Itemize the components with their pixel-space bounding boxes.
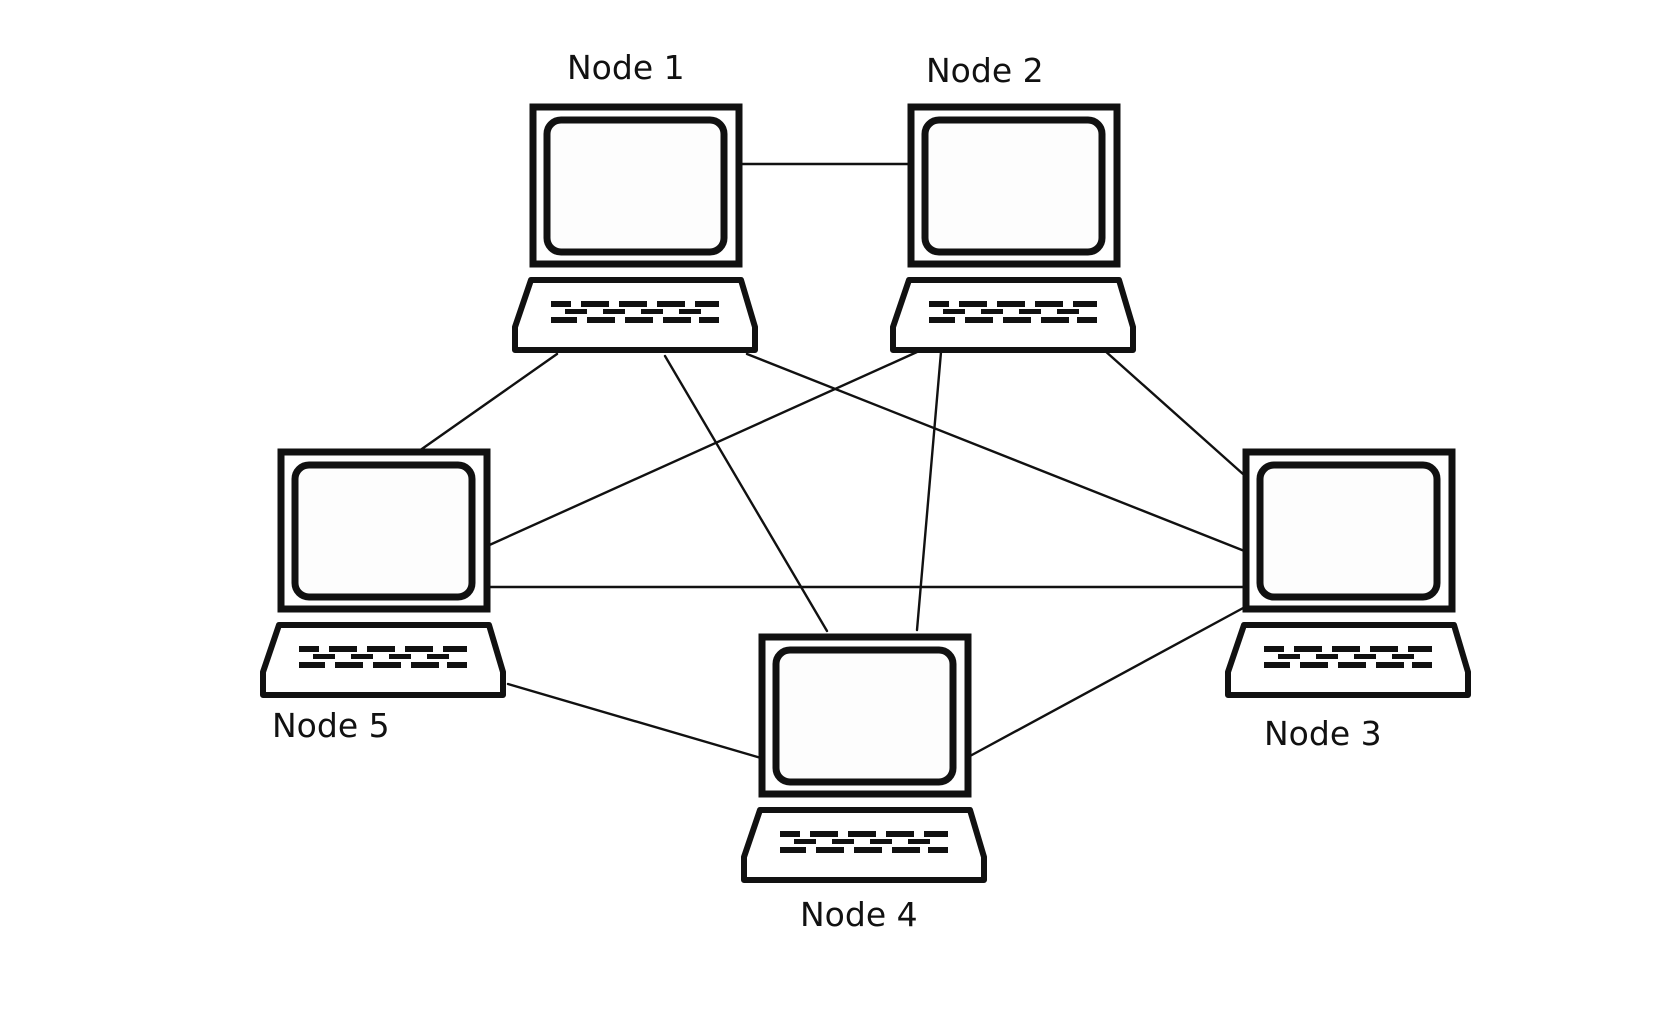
laptop-computer-icon	[263, 452, 503, 695]
link-node-2-node-4	[915, 350, 943, 632]
laptop-computer-icon	[1228, 452, 1468, 695]
node-3: Node 3	[1228, 452, 1468, 753]
node-label: Node 3	[1264, 714, 1382, 753]
link-node-1-node-4	[663, 354, 829, 633]
node-label: Node 1	[567, 48, 685, 87]
link-node-1-node-3	[745, 352, 1249, 554]
node-4: Node 4	[744, 637, 984, 934]
link-node-1-node-5	[417, 352, 559, 453]
node-2: Node 2	[893, 51, 1133, 350]
node-5: Node 5	[263, 452, 503, 745]
laptop-computer-icon	[893, 107, 1133, 350]
link-node-2-node-3	[1102, 348, 1245, 476]
link-node-4-node-3	[968, 605, 1247, 758]
laptop-computer-icon	[515, 107, 755, 350]
node-label: Node 5	[272, 706, 390, 745]
network-links	[417, 162, 1249, 760]
link-node-5-node-4	[506, 682, 763, 760]
node-label: Node 2	[926, 51, 1044, 90]
node-label: Node 4	[800, 895, 918, 934]
laptop-computer-icon	[744, 637, 984, 880]
link-node-2-node-5	[483, 350, 919, 549]
node-1: Node 1	[515, 48, 755, 350]
